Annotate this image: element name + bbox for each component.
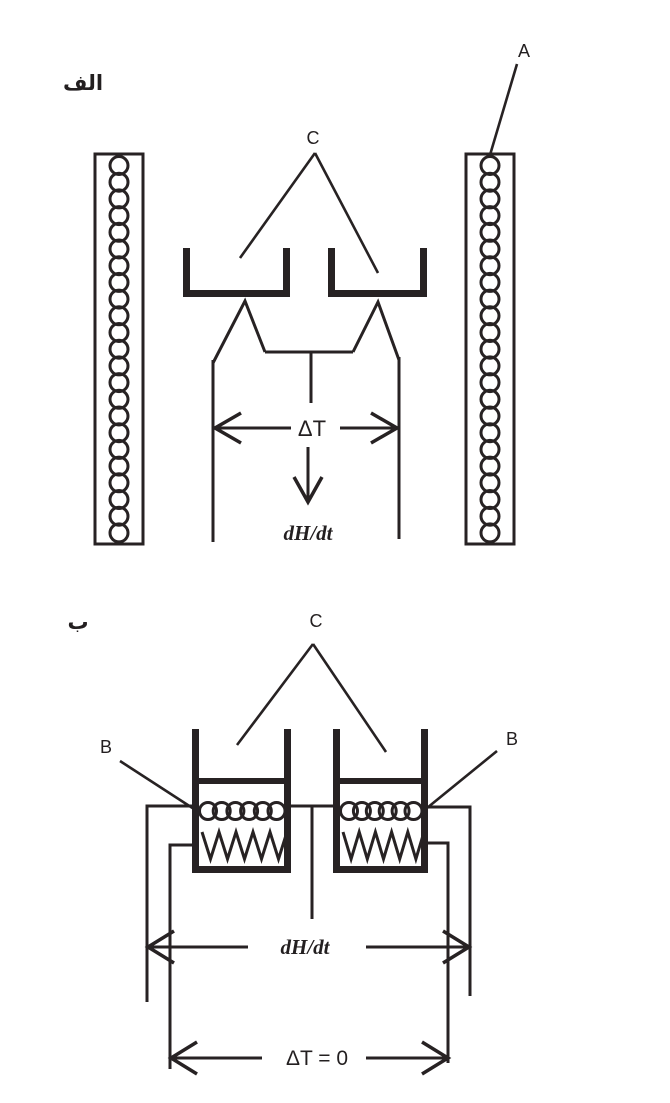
left-sample-holder <box>192 729 291 873</box>
delta-t-arrowhead-right <box>370 411 401 445</box>
delta-t-label: ΔT <box>298 416 326 441</box>
dhdt-arrowhead-right <box>442 929 473 965</box>
right-sample-holder <box>333 729 428 873</box>
sensor-circle <box>198 801 218 821</box>
left-coil-outline <box>93 152 145 546</box>
sensor-circle <box>266 801 287 821</box>
panel-b-dsc: ب C B B <box>67 610 518 1076</box>
furnace-coil-callout-line <box>488 63 519 156</box>
panel-a-label: الف <box>63 71 103 95</box>
sensor-circle <box>364 801 385 821</box>
down-arrowhead <box>292 476 324 506</box>
left-sensor-circles <box>198 801 287 821</box>
sensor-callout-line-left <box>119 759 195 811</box>
furnace-coil-callout-label: A <box>518 41 530 61</box>
left-inner-wire <box>168 843 192 1069</box>
sensor-circle <box>339 801 359 821</box>
sensor-circle <box>403 801 424 821</box>
heat-flow-dimension-b: dH/dt <box>144 929 473 965</box>
crucible-callout-line-left-b <box>235 643 315 746</box>
dhdt-arrowhead-left <box>144 929 175 965</box>
crucible-callout-line-left-a <box>238 152 317 259</box>
crucible-callout-label-b: C <box>310 611 323 631</box>
dt0-arrowhead-right <box>421 1040 452 1076</box>
dt0-arrowhead-left <box>167 1040 198 1076</box>
right-heater-zigzag <box>341 826 426 865</box>
right-crucible-cup-a <box>328 248 427 297</box>
right-coil-turns <box>479 155 501 544</box>
sensor-circle <box>239 801 260 821</box>
heat-flow-down-arrow <box>292 447 324 506</box>
right-coil-outline <box>464 152 516 546</box>
sensor-circle <box>252 801 273 821</box>
panel-b-label: ب <box>67 610 88 634</box>
sensor-callout-line-right <box>426 749 498 810</box>
left-outer-wire <box>145 804 192 1002</box>
sensor-circle <box>351 801 372 821</box>
right-thermocouple-junction <box>351 298 401 361</box>
crucible-callout-line-right-a <box>313 152 380 274</box>
right-inner-wire <box>428 841 450 1063</box>
right-outer-wire <box>428 805 472 996</box>
delta-t-zero-dimension: ΔT = 0 <box>167 1040 452 1076</box>
sensor-circle <box>377 801 398 821</box>
delta-t-arrowhead-left <box>211 411 242 445</box>
left-crucible-cup-a <box>183 248 290 297</box>
left-coil-turns <box>108 155 130 544</box>
sensor-circle <box>225 801 246 821</box>
delta-t-zero-label: ΔT = 0 <box>286 1047 348 1070</box>
right-furnace-coil <box>464 152 516 546</box>
heat-flow-label-b: dH/dt <box>280 935 330 959</box>
coil-turn <box>479 522 501 544</box>
sensor-circle <box>390 801 411 821</box>
panel-a-dta: الف A C <box>63 41 530 546</box>
sensor-callout-label-left: B <box>100 737 112 757</box>
left-heater-zigzag <box>200 827 289 864</box>
sensor-circle <box>211 801 232 821</box>
left-thermocouple-junction <box>211 297 267 364</box>
left-furnace-coil <box>93 152 145 546</box>
sensor-callout-label-right: B <box>506 729 518 749</box>
crucible-callout-line-right-b <box>311 643 388 753</box>
crucible-callout-label-a: C <box>307 128 320 148</box>
delta-t-dimension: ΔT <box>211 411 401 445</box>
coil-turn <box>108 522 130 544</box>
right-sensor-circles <box>339 801 424 821</box>
heat-flow-label-a: dH/dt <box>283 521 333 545</box>
